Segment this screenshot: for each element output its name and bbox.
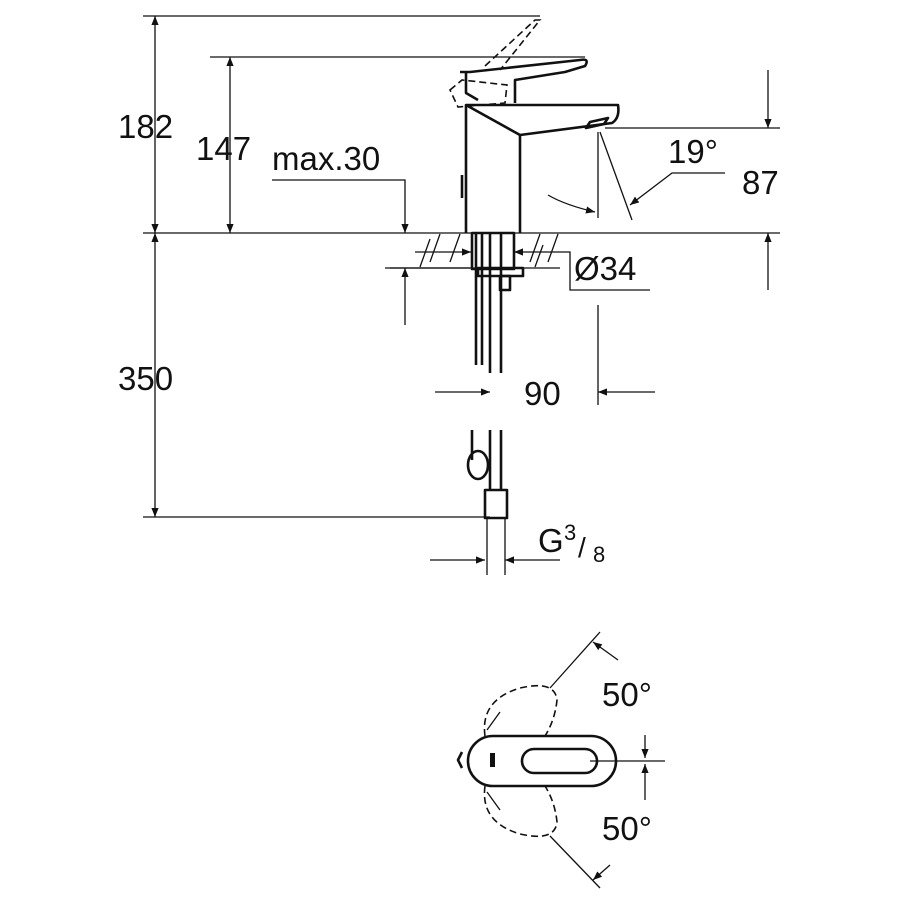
dim-87: 87 <box>742 70 779 290</box>
faucet-side-view <box>390 19 620 575</box>
thread-g: G <box>538 522 564 559</box>
thread-num: 3 <box>564 520 576 545</box>
dim-19deg: 19° <box>547 131 725 221</box>
dim-350: 350 <box>118 233 173 517</box>
dim-max30: max.30 <box>272 140 409 325</box>
dim-diameter: Ø34 <box>415 248 650 291</box>
dim-19deg-label: 19° <box>668 133 718 170</box>
rotation-down-label: 50° <box>602 810 652 847</box>
dim-max30-label: max.30 <box>272 140 380 177</box>
dim-90: 90 <box>435 305 655 412</box>
reference-lines <box>143 15 780 518</box>
faucet-top-view: 50° 50° <box>456 631 665 889</box>
dim-147-label: 147 <box>196 130 251 167</box>
dim-147: 147 <box>196 57 251 233</box>
svg-text:/: / <box>578 532 586 563</box>
dim-90-label: 90 <box>524 375 561 412</box>
dim-182-label: 182 <box>118 108 173 145</box>
dim-350-label: 350 <box>118 360 173 397</box>
dim-diameter-label: Ø34 <box>574 250 636 287</box>
dim-87-label: 87 <box>742 164 779 201</box>
rotation-up-label: 50° <box>602 676 652 713</box>
dim-thread: G 3 / 8 <box>430 520 605 567</box>
thread-den: 8 <box>593 542 605 567</box>
dim-182: 182 <box>118 16 173 233</box>
